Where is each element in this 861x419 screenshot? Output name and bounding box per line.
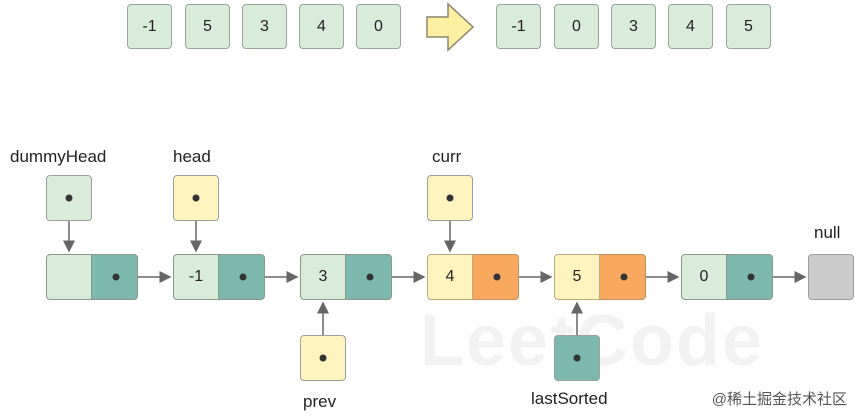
input-array-item: 4	[299, 4, 344, 49]
next-dot	[239, 273, 247, 281]
node-value: -1	[173, 254, 219, 300]
next-dot	[366, 273, 374, 281]
input-array-item: 5	[185, 4, 230, 49]
next-dot	[620, 273, 628, 281]
input-array-item: 3	[242, 4, 287, 49]
label-lastSorted: lastSorted	[531, 389, 608, 408]
next-dot	[493, 273, 501, 281]
label-dummyHead: dummyHead	[10, 147, 107, 166]
next-dot	[747, 273, 755, 281]
node-value: 4	[427, 254, 473, 300]
pointer-dot	[319, 354, 327, 362]
input-array-item: 0	[356, 4, 401, 49]
node-dummy-value	[46, 254, 92, 300]
transform-arrow-icon	[426, 2, 475, 52]
node-value: 0	[681, 254, 727, 300]
next-dot	[112, 273, 120, 281]
output-array-item: 3	[611, 4, 656, 49]
label-null: null	[814, 223, 841, 242]
pointer-dot	[573, 354, 581, 362]
output-array-item: 5	[726, 4, 771, 49]
dummyHead-pointer	[46, 175, 92, 221]
null-node	[808, 254, 854, 300]
pointer-dot	[446, 194, 454, 202]
label-head: head	[173, 147, 211, 166]
output-array-item: -1	[496, 4, 541, 49]
pointer-dot	[192, 194, 200, 202]
output-array-item: 4	[668, 4, 713, 49]
node-value: 5	[554, 254, 600, 300]
watermark-text: @稀土掘金技术社区	[711, 391, 847, 408]
node-value: 3	[300, 254, 346, 300]
input-array-item: -1	[127, 4, 172, 49]
label-curr: curr	[432, 147, 462, 166]
pointer-dot	[65, 194, 73, 202]
output-array-item: 0	[554, 4, 599, 49]
label-prev: prev	[303, 392, 337, 411]
